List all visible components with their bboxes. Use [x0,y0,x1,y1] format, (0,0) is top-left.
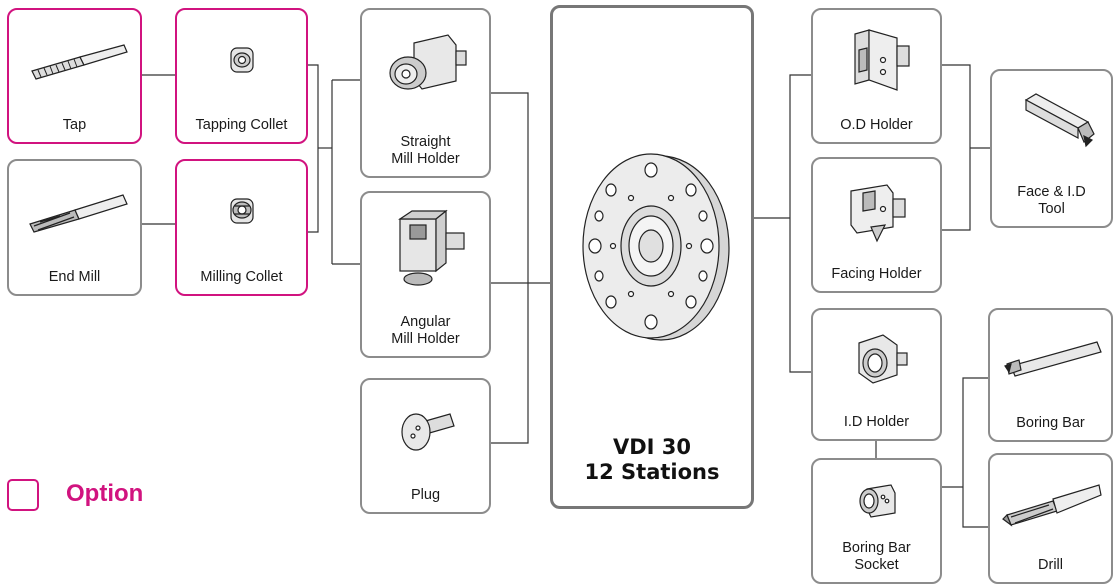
tap-label: Tap [62,117,87,133]
od-holder-icon [813,10,940,110]
face-id-tool-icon [992,71,1111,171]
node-angular-mill-holder: Angular Mill Holder [360,191,491,358]
angular-mill-holder-icon [362,193,489,303]
angular-mill-holder-label: Angular Mill Holder [391,314,460,347]
node-face-id-tool: Face & I.D Tool [990,69,1113,228]
milling-collet-label: Milling Collet [200,269,283,285]
boring-bar-label: Boring Bar [1016,415,1085,431]
plug-label: Plug [410,487,441,503]
facing-holder-label: Facing Holder [831,266,922,282]
node-tap: Tap [7,8,142,144]
tap-icon [9,10,140,110]
milling-collet-icon [177,161,306,261]
turret-disc-icon [582,153,730,341]
node-facing-holder: Facing Holder [811,157,942,293]
drill-label: Drill [1038,557,1063,573]
node-plug: Plug [360,378,491,514]
boring-bar-socket-label: Boring Bar Socket [842,540,911,573]
tapping-collet-icon [177,10,306,110]
end-mill-label: End Mill [48,269,101,285]
legend-option-swatch [7,479,39,511]
boring-bar-icon [990,310,1111,410]
node-boring-bar-socket: Boring Bar Socket [811,458,942,584]
node-od-holder: O.D Holder [811,8,942,144]
id-holder-icon [813,310,940,410]
plug-icon [362,380,489,480]
od-holder-label: O.D Holder [840,117,913,133]
node-drill: Drill [988,453,1113,584]
node-tapping-collet: Tapping Collet [175,8,308,144]
node-end-mill: End Mill [7,159,142,296]
legend-option-label: Option [66,480,144,507]
face-id-tool-label: Face & I.D Tool [1017,184,1086,217]
id-holder-label: I.D Holder [843,414,910,430]
drill-icon [990,455,1111,555]
straight-mill-holder-icon [362,10,489,120]
node-turret: VDI 30 12 Stations [550,5,754,509]
node-milling-collet: Milling Collet [175,159,308,296]
boring-bar-socket-icon [813,460,940,544]
node-straight-mill-holder: Straight Mill Holder [360,8,491,178]
turret-title: VDI 30 12 Stations [584,435,720,484]
facing-holder-icon [813,159,940,259]
straight-mill-holder-label: Straight Mill Holder [391,134,460,167]
node-id-holder: I.D Holder [811,308,942,441]
node-boring-bar: Boring Bar [988,308,1113,442]
tapping-collet-label: Tapping Collet [195,117,288,133]
end-mill-icon [9,161,140,261]
